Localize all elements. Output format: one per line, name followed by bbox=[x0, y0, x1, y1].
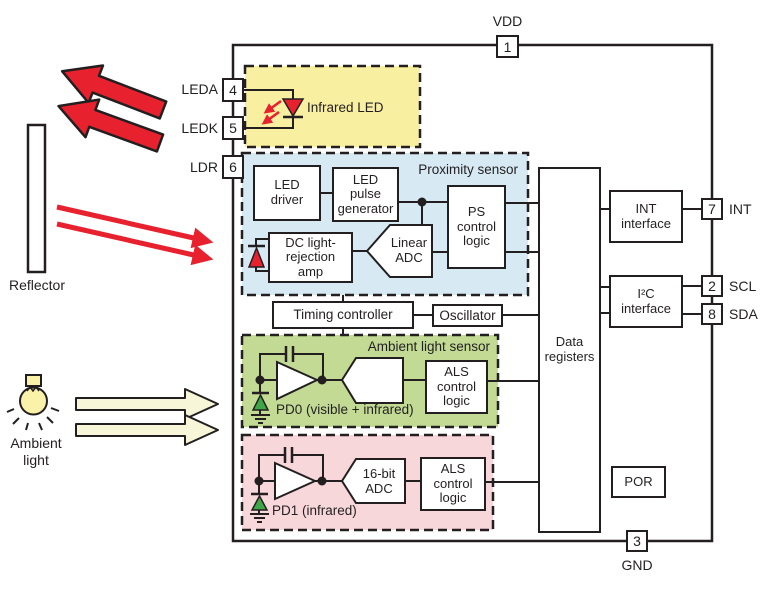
data-registers-block: Data registers bbox=[538, 167, 601, 533]
reflected-ir-arrows bbox=[56, 204, 214, 266]
proximity-photodiode-symbol bbox=[247, 244, 266, 268]
ground-symbols bbox=[250, 414, 270, 523]
ambient-light-arrows bbox=[75, 388, 219, 446]
pin-1-vdd: 1 bbox=[496, 35, 519, 58]
infrared-led-symbol bbox=[261, 98, 305, 125]
adc-16bit-shape bbox=[340, 458, 406, 504]
als-control-logic-visible-block: ALS control logic bbox=[425, 360, 488, 414]
pin-3-gnd: 3 bbox=[626, 530, 648, 552]
linear-adc-shape bbox=[365, 224, 433, 278]
pd1-label: PD1 (infrared) bbox=[272, 503, 357, 518]
int-interface-block: INT interface bbox=[609, 190, 683, 243]
pin-5-ledk: 5 bbox=[222, 116, 244, 140]
pd0-amplifier bbox=[276, 360, 320, 401]
oscillator-block: Oscillator bbox=[432, 304, 503, 327]
emitted-ir-arrows bbox=[57, 64, 168, 153]
pd0-label: PD0 (visible + infrared) bbox=[276, 402, 414, 417]
por-block: POR bbox=[611, 466, 666, 498]
adc-16bit-label: 16-bit ADC bbox=[362, 465, 396, 496]
infrared-led-section-label: Infrared LED bbox=[307, 100, 384, 115]
dc-light-rejection-amp-block: DC light- rejection amp bbox=[268, 232, 353, 283]
als-adc-shape bbox=[340, 357, 404, 404]
pin-label-int: INT bbox=[729, 201, 752, 217]
feedback-capacitors bbox=[283, 346, 295, 463]
pin-label-vdd: VDD bbox=[492, 13, 523, 29]
pin-label-sda: SDA bbox=[729, 306, 758, 322]
light-bulb-icon bbox=[6, 374, 60, 431]
timing-controller-block: Timing controller bbox=[272, 301, 414, 329]
wires bbox=[243, 89, 701, 514]
pd1-photodiode-symbol bbox=[250, 492, 269, 511]
pin-7-int: 7 bbox=[701, 198, 723, 220]
proximity-sensor-section-label: Proximity sensor bbox=[418, 162, 518, 177]
ambient-light-label: Ambient light bbox=[10, 435, 62, 468]
pin-label-scl: SCL bbox=[729, 278, 757, 294]
i2c-interface-block: I²C interface bbox=[609, 275, 683, 328]
reflector-shape bbox=[26, 123, 47, 274]
capacitor-pd0 bbox=[284, 346, 295, 362]
pin-label-ldr: LDR bbox=[189, 159, 218, 175]
pin-label-leda: LEDA bbox=[181, 81, 218, 97]
pin-label-gnd: GND bbox=[621, 557, 653, 573]
pin-2-scl: 2 bbox=[701, 275, 723, 297]
led-pulse-generator-block: LED pulse generator bbox=[332, 167, 399, 222]
led-emission-arrows bbox=[261, 99, 282, 125]
pin-8-sda: 8 bbox=[701, 303, 723, 325]
ground-pd0 bbox=[251, 414, 270, 424]
pd1-amplifier bbox=[274, 461, 318, 501]
reflector-label: Reflector bbox=[8, 277, 66, 293]
pd0-photodiode-symbol bbox=[251, 391, 270, 411]
als-control-logic-infrared-block: ALS control logic bbox=[420, 457, 486, 511]
led-driver-block: LED driver bbox=[253, 165, 321, 221]
ps-control-logic-block: PS control logic bbox=[447, 185, 506, 269]
linear-adc-label: Linear ADC bbox=[390, 235, 428, 265]
pin-6-ldr: 6 bbox=[222, 155, 244, 179]
pin-label-ledk: LEDK bbox=[181, 120, 218, 136]
capacitor-pd1 bbox=[283, 447, 294, 463]
bulb-rays bbox=[6, 407, 60, 431]
junction-dots bbox=[254, 197, 427, 486]
pin-4-leda: 4 bbox=[222, 78, 244, 102]
ambient-light-sensor-section-label: Ambient light sensor bbox=[367, 339, 490, 354]
ground-pd1 bbox=[250, 513, 269, 523]
